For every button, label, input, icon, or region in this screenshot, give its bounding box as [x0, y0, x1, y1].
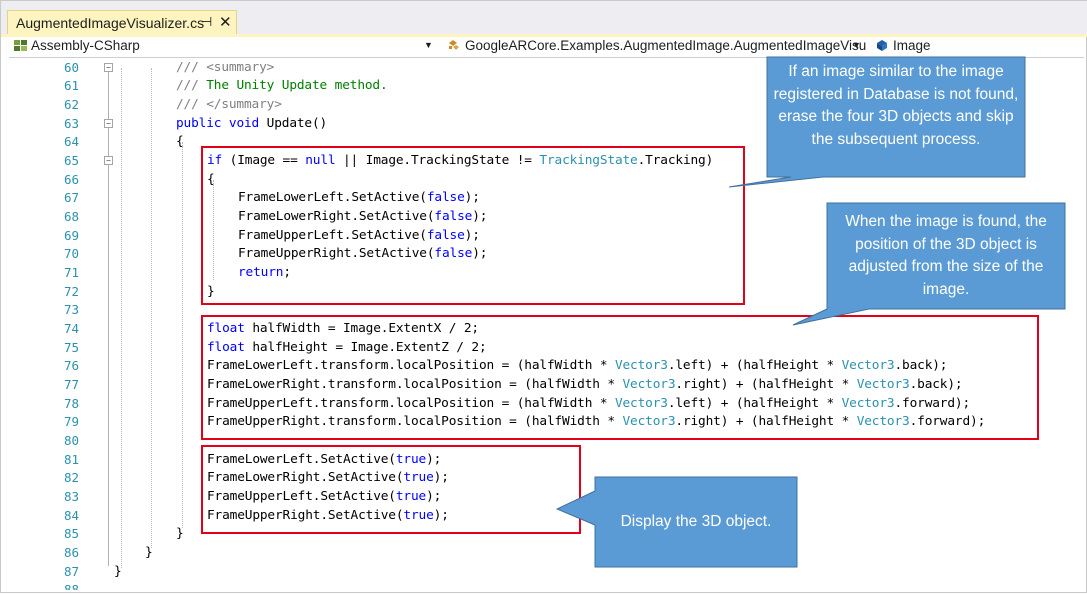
callout-display-shape: [555, 476, 798, 568]
line-number: 82: [63, 470, 79, 485]
annotation-box-position: [201, 315, 1039, 440]
line-number: 87: [63, 564, 79, 579]
code-line: if (Image == null || Image.TrackingState…: [207, 153, 714, 168]
code-line: FrameLowerLeft.SetActive(true);: [207, 452, 442, 467]
line-number: 78: [63, 396, 79, 411]
code-line: FrameUpperLeft.transform.localPosition =…: [207, 396, 971, 411]
line-number: 75: [63, 340, 79, 355]
line-number: 71: [63, 265, 79, 280]
line-number: 67: [63, 190, 79, 205]
code-line: FrameUpperLeft.SetActive(false);: [238, 228, 480, 243]
code-line: float halfWidth = Image.ExtentX / 2;: [207, 321, 479, 336]
tab-augmented-image-visualizer[interactable]: AugmentedImageVisualizer.cs ⊣ ✕: [7, 10, 237, 35]
code-editor[interactable]: 60 61 62 63 64 65 66 67 68 69 70 71 72 7…: [9, 58, 1083, 590]
line-number: 60: [63, 60, 79, 75]
callout-display-text: Display the 3D object.: [620, 513, 772, 530]
project-label: Assembly-CSharp: [31, 38, 140, 53]
code-line: FrameLowerRight.SetActive(false);: [238, 209, 488, 224]
annotation-box-not-found: [201, 146, 745, 305]
indent-guide: [182, 142, 183, 528]
tab-underline: [1, 34, 1087, 37]
indent-guide: [213, 180, 214, 280]
line-number: 86: [63, 545, 79, 560]
line-number: 88: [63, 582, 79, 590]
code-line: /// <summary>: [176, 60, 275, 75]
line-number: 66: [63, 172, 79, 187]
code-line: /// The Unity Update method.: [176, 78, 388, 93]
close-icon[interactable]: ✕: [219, 14, 232, 31]
line-number: 70: [63, 246, 79, 261]
line-number: 80: [63, 433, 79, 448]
navigation-bar: Assembly-CSharp ▼ GoogleARCore.Examples.…: [9, 37, 1084, 58]
line-number: 74: [63, 321, 79, 336]
outline-margin-line: [108, 68, 109, 566]
code-line: FrameUpperRight.SetActive(false);: [238, 246, 488, 261]
member-dropdown[interactable]: Image: [875, 38, 1080, 56]
type-dropdown[interactable]: GoogleARCore.Examples.AugmentedImage.Aug…: [447, 38, 869, 56]
project-dropdown[interactable]: Assembly-CSharp: [13, 38, 441, 56]
line-number: 84: [63, 508, 79, 523]
collapse-toggle-icon[interactable]: −: [104, 119, 113, 128]
code-line: {: [207, 172, 215, 187]
code-line: FrameUpperRight.SetActive(true);: [207, 508, 449, 523]
chevron-down-icon[interactable]: ▼: [424, 40, 433, 50]
line-number: 77: [63, 377, 79, 392]
line-number: 69: [63, 228, 79, 243]
class-icon: [449, 40, 459, 50]
indent-guide: [151, 68, 152, 548]
callout-found-shape: [792, 202, 1066, 326]
line-number: 63: [63, 116, 79, 131]
code-line: }: [114, 564, 122, 579]
line-number: 76: [63, 358, 79, 373]
project-icon: [14, 40, 27, 51]
type-label: GoogleARCore.Examples.AugmentedImage.Aug…: [465, 38, 867, 53]
collapse-toggle-icon[interactable]: −: [104, 156, 113, 165]
code-line: }: [176, 526, 184, 541]
member-label: Image: [893, 38, 931, 53]
line-number: 73: [63, 302, 79, 317]
code-line: {: [176, 134, 184, 149]
code-line: float halfHeight = Image.ExtentZ / 2;: [207, 340, 487, 355]
line-number: 85: [63, 526, 79, 541]
code-line: FrameLowerLeft.transform.localPosition =…: [207, 358, 948, 373]
line-number: 62: [63, 97, 79, 112]
document-tab-strip: AugmentedImageVisualizer.cs ⊣ ✕: [1, 1, 1087, 35]
pin-icon[interactable]: ⊣: [201, 14, 213, 29]
line-number: 68: [63, 209, 79, 224]
line-number: 61: [63, 78, 79, 93]
callout-found-text: When the image is found, the position of…: [845, 213, 1047, 298]
code-line: }: [207, 284, 215, 299]
callout-not-found-text: If an image similar to the image registe…: [773, 63, 1019, 148]
code-line: return;: [238, 265, 291, 280]
code-line: FrameLowerRight.transform.localPosition …: [207, 377, 963, 392]
line-number: 64: [63, 134, 79, 149]
annotation-box-display: [201, 445, 581, 534]
property-icon: [877, 40, 887, 51]
collapse-toggle-icon[interactable]: −: [104, 63, 113, 72]
line-number: 79: [63, 414, 79, 429]
indent-guide: [121, 68, 122, 568]
callout-not-found-shape: [728, 56, 1026, 188]
code-line: FrameUpperLeft.SetActive(true);: [207, 489, 442, 504]
code-line: FrameLowerLeft.SetActive(false);: [238, 190, 480, 205]
tab-title: AugmentedImageVisualizer.cs: [16, 15, 205, 31]
code-line: /// </summary>: [176, 97, 282, 112]
line-number: 83: [63, 489, 79, 504]
code-line: FrameUpperRight.transform.localPosition …: [207, 414, 986, 429]
line-number: 81: [63, 452, 79, 467]
chevron-down-icon[interactable]: ▼: [852, 40, 861, 50]
line-number: 72: [63, 284, 79, 299]
code-line: FrameLowerRight.SetActive(true);: [207, 470, 449, 485]
line-number: 65: [63, 153, 79, 168]
code-line: }: [145, 545, 153, 560]
code-line: public void Update(): [176, 116, 328, 131]
